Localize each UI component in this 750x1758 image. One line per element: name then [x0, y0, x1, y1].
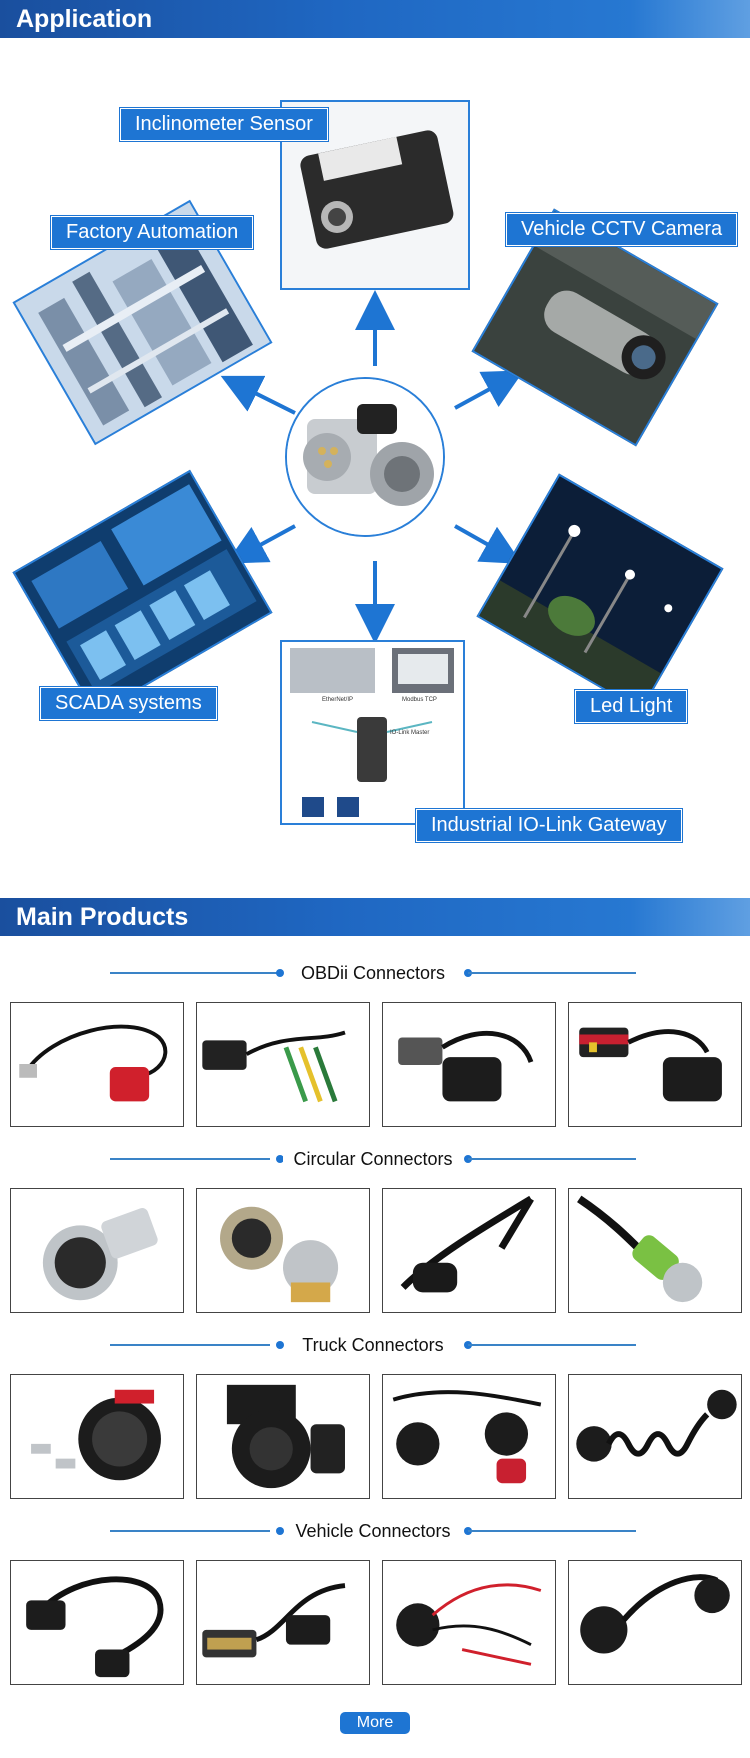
product-card-obd-db9-cable[interactable] — [382, 1002, 556, 1127]
product-card-m12-green-cable[interactable] — [568, 1188, 742, 1313]
product-row — [10, 1560, 742, 1685]
iolink-ethernet-text: EtherNet/IP — [322, 697, 354, 703]
arrow-lower-right — [454, 524, 522, 564]
product-card-multi-lead-cable[interactable] — [382, 1560, 556, 1685]
label-scada-systems: SCADA systems — [40, 687, 217, 720]
iolink-master-text: IO-Link Master — [390, 730, 430, 736]
iolink-modbus-text: Modbus TCP — [402, 697, 437, 703]
arrow-lower-left — [225, 524, 296, 564]
product-card-m12-panel-connector[interactable] — [196, 1188, 370, 1313]
category-title: Truck Connectors — [292, 1335, 454, 1355]
product-card-aviation-plug[interactable] — [10, 1188, 184, 1313]
scada-photo — [12, 469, 273, 716]
product-card-round-connector-cable[interactable] — [568, 1560, 742, 1685]
category-title: Vehicle Connectors — [285, 1521, 461, 1541]
circular-connector-icon — [287, 379, 443, 535]
more-button[interactable]: More — [340, 1712, 410, 1734]
category-title: OBDii Connectors — [290, 963, 456, 983]
product-card-obd-splitter-cable[interactable] — [568, 1002, 742, 1127]
product-card-m8-cable-connector[interactable] — [382, 1188, 556, 1313]
product-card-obd-cable-rj45[interactable] — [10, 1002, 184, 1127]
category-title-row: Circular Connectors — [110, 1147, 636, 1171]
application-header-title: Application — [16, 5, 153, 33]
product-card-truck-socket-terminals[interactable] — [10, 1374, 184, 1499]
main-products-header: Main Products — [0, 898, 750, 936]
category-title-row: Vehicle Connectors — [110, 1519, 636, 1543]
product-card-db25-adapter-cable[interactable] — [196, 1560, 370, 1685]
product-row — [10, 1374, 742, 1499]
application-header: Application — [0, 0, 750, 38]
category-title-row: OBDii Connectors — [110, 961, 636, 985]
label-industrial-iolink-gateway: Industrial IO-Link Gateway — [416, 809, 682, 842]
arrows-diagram — [220, 290, 525, 644]
label-led-light: Led Light — [575, 690, 688, 723]
product-row — [10, 1188, 742, 1313]
product-card-obd-banana-cable[interactable] — [196, 1002, 370, 1127]
factory-automation-photo — [12, 199, 273, 446]
label-vehicle-cctv-camera: Vehicle CCTV Camera — [506, 213, 738, 246]
product-card-truck-y-cable[interactable] — [382, 1374, 556, 1499]
arrow-upper-left — [220, 375, 296, 415]
center-connector-photo — [285, 377, 445, 537]
arrow-upper-right — [454, 370, 525, 410]
category-title: Circular Connectors — [283, 1149, 463, 1169]
product-card-coiled-trailer-cable[interactable] — [568, 1374, 742, 1499]
label-factory-automation: Factory Automation — [51, 216, 254, 249]
product-card-trailer-socket[interactable] — [196, 1374, 370, 1499]
label-inclinometer-sensor: Inclinometer Sensor — [120, 108, 328, 141]
product-card-injector-adapter-cable[interactable] — [10, 1560, 184, 1685]
product-row — [10, 1002, 742, 1127]
category-title-row: Truck Connectors — [110, 1333, 636, 1357]
iolink-gateway-photo: EtherNet/IP Modbus TCP IO-Link Master — [280, 640, 465, 825]
main-products-header-title: Main Products — [16, 903, 189, 931]
